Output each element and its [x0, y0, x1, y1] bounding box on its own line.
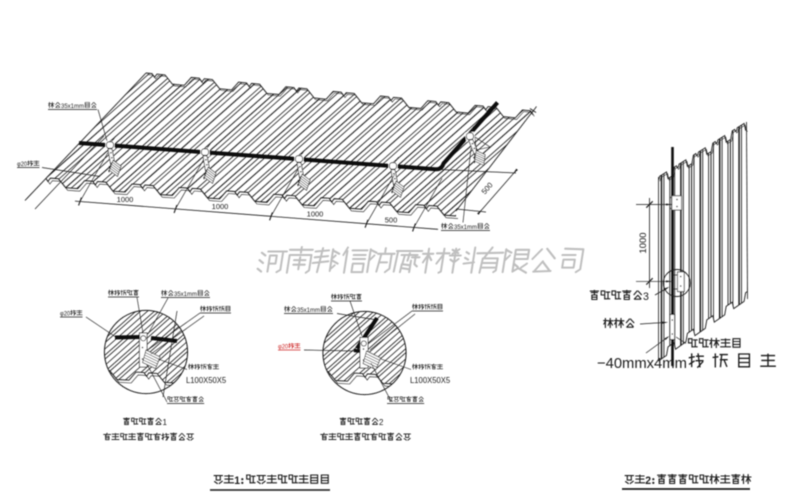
- svg-text:φ20: φ20: [60, 311, 71, 318]
- svg-text:35x1mm: 35x1mm: [174, 291, 197, 298]
- svg-text:−40mmx4mm: −40mmx4mm: [597, 355, 687, 372]
- svg-text:35x1mm: 35x1mm: [297, 307, 320, 314]
- svg-text:1: 1: [163, 418, 168, 427]
- svg-text:2: 2: [379, 418, 384, 427]
- svg-text:35x1mm: 35x1mm: [61, 103, 84, 110]
- svg-text:3: 3: [643, 291, 649, 303]
- svg-text:1000: 1000: [307, 210, 324, 219]
- svg-text:1000: 1000: [638, 232, 649, 253]
- svg-text:1000: 1000: [212, 202, 229, 211]
- svg-text:500: 500: [385, 215, 398, 224]
- svg-text:1: 1: [234, 475, 240, 487]
- svg-text:2: 2: [645, 475, 651, 487]
- svg-text:φ20: φ20: [17, 161, 28, 168]
- svg-text:φ20: φ20: [278, 344, 289, 351]
- svg-text:35x1mm: 35x1mm: [454, 224, 477, 231]
- svg-text:L100X50X5: L100X50X5: [410, 376, 451, 385]
- svg-text:L100X50X5: L100X50X5: [186, 376, 227, 385]
- svg-text:1000: 1000: [117, 195, 134, 204]
